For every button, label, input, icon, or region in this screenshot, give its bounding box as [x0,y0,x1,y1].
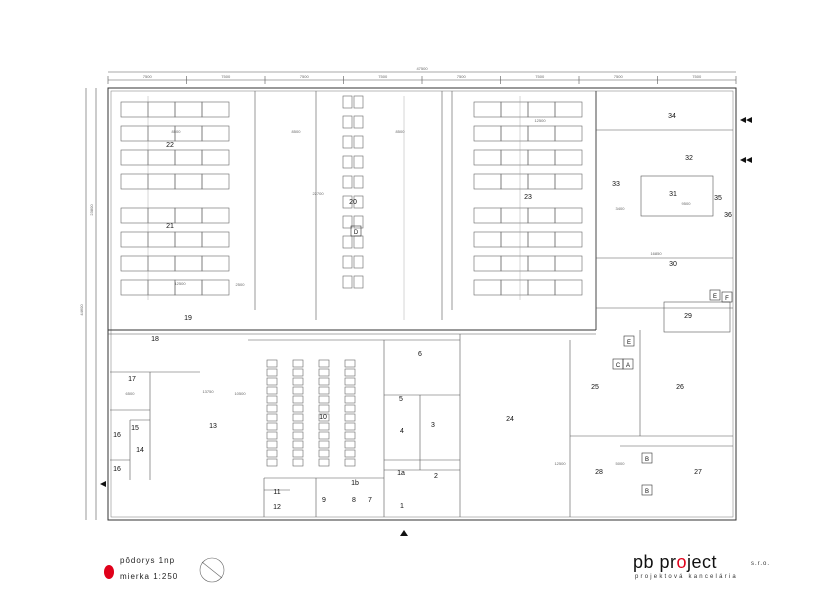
room-label: 16 [113,466,121,473]
dim-bay: 7500 [457,74,467,79]
room-label: 1a [397,470,405,477]
marker-label: A [626,363,630,369]
dim-internal: 10500 [234,391,246,396]
marker-box [641,452,653,464]
room-label: 22 [166,142,174,149]
room-label: 16 [113,432,121,439]
marker-label: C [616,363,621,369]
room-label: 18 [151,336,159,343]
room-label: 24 [506,416,514,423]
room-label: 12 [273,504,281,511]
room-label: 19 [184,315,192,322]
company-logo: pb project [633,552,718,572]
marker-box [721,291,733,303]
room-label: 4 [400,428,404,435]
room-label: 29 [684,313,692,320]
dim-bay: 7500 [143,74,153,79]
room-label: 14 [136,447,144,454]
marker-label: B [645,489,649,495]
room-label: 9 [322,497,326,504]
dim-bay: 7500 [535,74,545,79]
room-label: 35 [714,195,722,202]
room-label: 20 [349,199,357,206]
room-label: 36 [724,212,732,219]
dim-bay: 7500 [692,74,702,79]
marker-label: D [354,230,359,236]
dim-bay: 7500 [300,74,310,79]
room-label: 32 [685,155,693,162]
room-label: 33 [612,181,620,188]
dim-internal: 3400 [616,206,626,211]
dim-internal: 9500 [682,201,692,206]
marker-box [709,289,721,301]
room-label: 17 [128,376,136,383]
room-label: 13 [209,423,217,430]
room-label: 15 [131,425,139,432]
dim-internal: 23800 [89,204,94,216]
room-label: 7 [368,497,372,504]
marker-label: F [725,296,729,302]
dim-internal: 2500 [236,282,246,287]
room-label: 8 [352,497,356,504]
room-label: 26 [676,384,684,391]
dim-internal: 44600 [79,304,84,316]
marker-label: B [645,457,649,463]
room-label: 5 [399,396,403,403]
dim-internal: 13750 [202,389,214,394]
dim-internal: 6500 [126,391,136,396]
room-label: 6 [418,351,422,358]
room-label: 2 [434,473,438,480]
room-label: 25 [591,384,599,391]
marker-label: E [713,294,717,300]
plan-scale: mierka 1:250 [120,572,179,581]
room-label: 11 [273,489,280,496]
marker-box [641,484,653,496]
company-brand: pb project s.r.o. projektová kancelária [633,552,773,592]
marker-box [612,358,624,370]
legend-dot-icon [104,565,114,579]
dim-bay: 7500 [614,74,624,79]
plan-title: pôdorys 1np [120,556,176,565]
marker-label: E [627,340,631,346]
dim-internal: 8500 [396,129,406,134]
dim-internal: 8500 [172,129,182,134]
room-label: 1 [400,503,404,510]
marker-box [623,335,635,347]
dim-bay: 7500 [378,74,388,79]
dim-overall: 47500 [416,66,428,71]
room-label: 27 [694,469,702,476]
room-label: 3 [431,422,435,429]
dim-internal: 12500 [554,461,566,466]
room-label: 21 [166,223,174,230]
dim-internal: 12500 [534,118,546,123]
dim-internal: 5000 [616,461,626,466]
marker-box [350,225,362,237]
room-label: 1b [351,480,359,487]
dim-internal: 8500 [292,129,302,134]
entrance-arrows [100,117,752,536]
dim-internal: 12500 [174,281,186,286]
company-tagline: projektová kancelária [635,574,738,580]
room-label: 31 [669,191,677,198]
room-label: 10 [319,414,327,421]
room-label: 23 [524,194,532,201]
company-suffix: s.r.o. [751,561,771,567]
room-label: 28 [595,469,603,476]
dim-bay: 7500 [221,74,231,79]
room-label: 34 [668,113,676,120]
room-label: 30 [669,261,677,268]
dim-internal: 22700 [312,191,324,196]
dim-internal: 16850 [650,251,662,256]
